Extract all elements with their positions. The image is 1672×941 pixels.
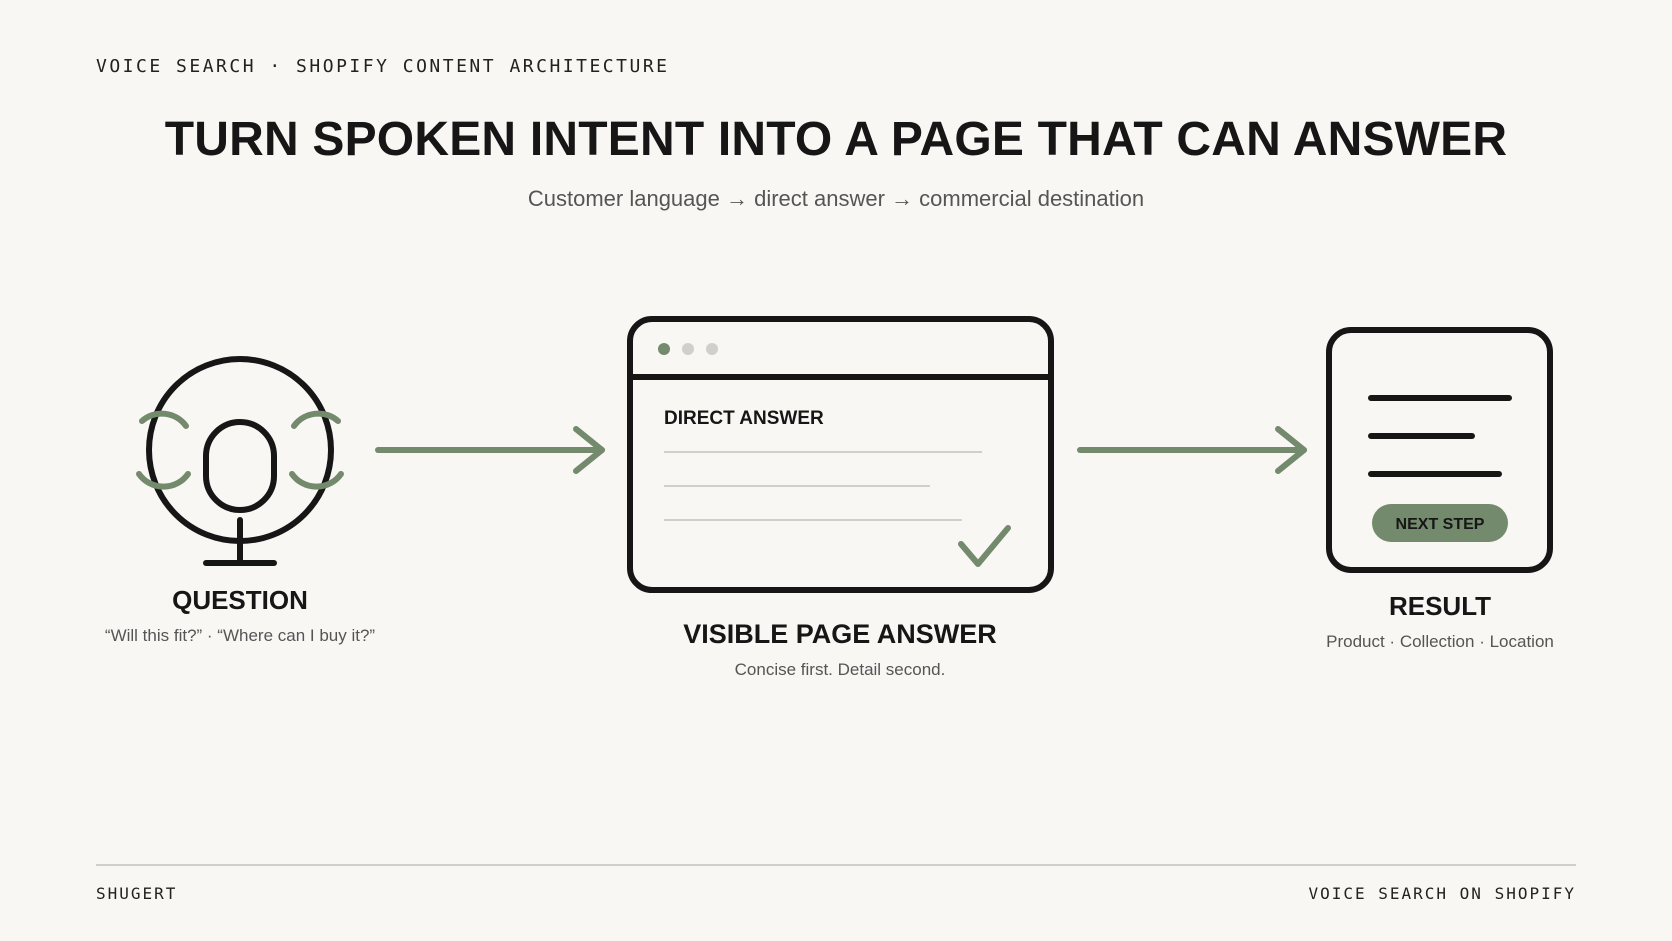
- microphone-icon: [136, 356, 344, 566]
- next-step-button[interactable]: NEXT STEP: [1372, 504, 1508, 542]
- footer-series-title: VOICE SEARCH ON SHOPIFY: [1308, 884, 1576, 903]
- window-dot-icon: [682, 343, 694, 355]
- footer-divider: [96, 864, 1576, 866]
- arrow-right-icon: [1077, 426, 1307, 474]
- step-title-page-answer: VISIBLE PAGE ANSWER: [683, 619, 997, 649]
- step-title-question: QUESTION: [172, 585, 308, 615]
- direct-answer-heading: DIRECT ANSWER: [664, 408, 824, 429]
- step-caption-question: “Will this fit?” · “Where can I buy it?”: [104, 626, 376, 645]
- step-caption-result: Product · Collection · Location: [1326, 632, 1554, 651]
- step-caption-page-answer: Concise first. Detail second.: [734, 660, 946, 679]
- footer-brand: SHUGERT: [96, 884, 178, 903]
- browser-window-icon: DIRECT ANSWER: [627, 316, 1054, 593]
- page-title: TURN SPOKEN INTENT INTO A PAGE THAT CAN …: [164, 113, 1508, 166]
- eyebrow: VOICE SEARCH · SHOPIFY CONTENT ARCHITECT…: [96, 56, 670, 77]
- arrow-right-icon: [375, 426, 605, 474]
- window-dot-icon: [658, 343, 670, 355]
- window-dot-icon: [706, 343, 718, 355]
- document-icon: NEXT STEP: [1326, 327, 1553, 573]
- next-step-label: NEXT STEP: [1396, 516, 1485, 533]
- step-title-result: RESULT: [1388, 591, 1492, 621]
- checkmark-icon: [958, 525, 1011, 567]
- page-subtitle: Customer language → direct answer → comm…: [527, 186, 1145, 211]
